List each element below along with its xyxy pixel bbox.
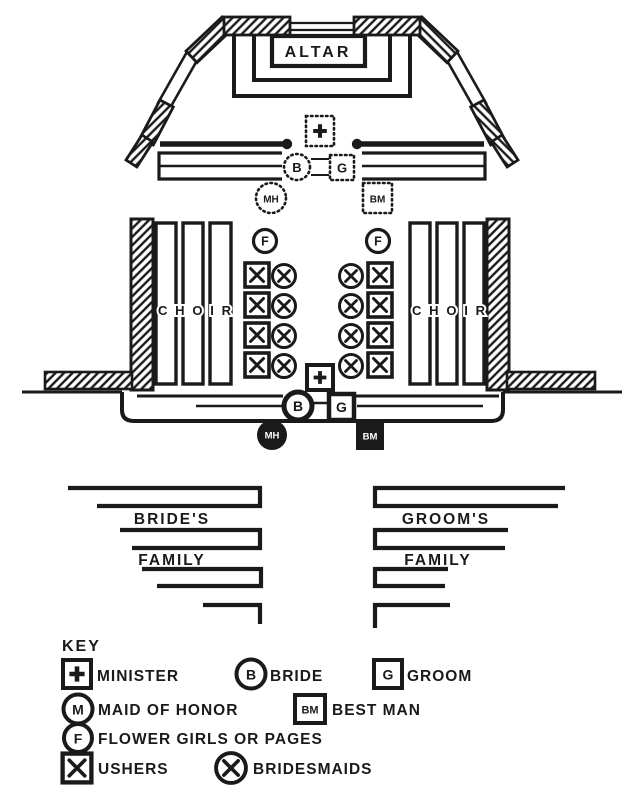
front-wall-left — [43, 370, 134, 391]
bridesmaid-symbol — [271, 263, 297, 289]
key-entry-flower-girls: F FLOWER GIRLS OR PAGES — [62, 722, 323, 754]
front-wall-right — [505, 370, 597, 391]
altar-step-inner — [252, 34, 392, 82]
minister-position-processional — [305, 363, 335, 392]
usher-symbol — [366, 321, 394, 349]
bridesmaid-symbol — [271, 293, 297, 319]
groom-position-processional: G — [326, 391, 357, 423]
grooms-family-label-line1: GROOM'S — [402, 511, 490, 528]
usher-symbol — [243, 321, 271, 349]
choir-pew — [435, 221, 459, 386]
svg-text:G: G — [383, 667, 394, 683]
svg-text:BM: BM — [370, 195, 386, 206]
usher-symbol — [366, 351, 394, 379]
pew — [203, 602, 263, 624]
choir-section-left: CHOIR — [129, 217, 234, 392]
maid-of-honor-position-ceremony: MH — [254, 181, 288, 215]
altar-label: ALTAR — [285, 44, 352, 61]
pew — [120, 527, 263, 551]
choir-pew — [208, 221, 233, 386]
brides-family-label-line1: BRIDE'S — [134, 511, 210, 528]
chancel-rail-right — [352, 139, 485, 179]
grooms-family-pews: GROOM'S FAMILY — [372, 485, 565, 628]
svg-text:MH: MH — [265, 431, 280, 442]
svg-text:F: F — [74, 731, 83, 747]
svg-text:F: F — [261, 235, 269, 249]
usher-symbol — [243, 351, 271, 379]
svg-text:BRIDE: BRIDE — [270, 668, 323, 685]
pew — [372, 485, 565, 509]
choir-pew — [181, 221, 205, 386]
svg-text:MAID OF HONOR: MAID OF HONOR — [98, 702, 238, 719]
usher-symbol — [243, 261, 271, 289]
svg-text:FLOWER GIRLS OR PAGES: FLOWER GIRLS OR PAGES — [98, 731, 323, 748]
bridesmaid-symbol — [338, 323, 364, 349]
chancel: ALTAR B G MH BM — [124, 15, 520, 215]
bride-position-processional: B — [281, 389, 315, 423]
svg-text:B: B — [292, 160, 301, 175]
altar — [269, 33, 368, 69]
svg-text:BM: BM — [301, 705, 318, 717]
usher-symbol — [366, 261, 394, 289]
choir-section-right: CHOIR — [408, 217, 511, 392]
flower-girl-position: F — [251, 227, 279, 255]
brides-family-pews: BRIDE'S FAMILY — [68, 485, 264, 624]
svg-text:BRIDESMAIDS: BRIDESMAIDS — [253, 761, 373, 778]
pew — [372, 566, 448, 589]
brides-family-label-line2: FAMILY — [138, 552, 205, 569]
maid-of-honor-position-processional: MH — [257, 420, 287, 450]
key-entry-minister: MINISTER — [61, 658, 179, 690]
key-entry-bridesmaids: BRIDESMAIDS — [214, 751, 373, 785]
side-wall-left — [129, 217, 155, 392]
bridesmaid-symbol — [338, 293, 364, 319]
pew — [372, 527, 508, 551]
svg-text:B: B — [246, 667, 256, 683]
usher-symbol — [243, 291, 271, 319]
best-man-position-ceremony: BM — [361, 181, 394, 215]
back-wall-left — [222, 15, 292, 37]
back-wall-right — [352, 15, 422, 37]
pew — [68, 485, 263, 509]
key-entry-best-man: BM BEST MAN — [293, 693, 421, 725]
bride-position-ceremony: B — [282, 152, 312, 182]
svg-text:MH: MH — [263, 195, 279, 206]
key-entry-bride: B BRIDE — [234, 657, 323, 691]
svg-text:BM: BM — [363, 432, 378, 443]
groom-position-ceremony: G — [328, 153, 356, 182]
usher-symbol — [366, 291, 394, 319]
chancel-step-rail — [120, 392, 505, 423]
svg-text:G: G — [337, 161, 347, 176]
svg-text:USHERS: USHERS — [98, 761, 169, 778]
side-wall-right — [485, 217, 511, 392]
svg-text:G: G — [336, 399, 347, 415]
best-man-position-processional: BM — [356, 422, 384, 450]
choir-pew — [408, 221, 432, 386]
key-legend: KEY MINISTER B BRIDE G GROOM M MAID OF H… — [61, 638, 472, 785]
svg-text:B: B — [293, 398, 303, 414]
grooms-family-label-line2: FAMILY — [404, 552, 471, 569]
nave-front: B G MH BM — [22, 370, 622, 450]
key-entry-ushers: USHERS — [63, 754, 169, 783]
bridesmaid-symbol — [271, 323, 297, 349]
pew — [372, 602, 450, 628]
key-entry-groom: G GROOM — [372, 658, 472, 690]
pew — [142, 566, 264, 589]
minister-position-ceremony — [304, 114, 336, 148]
svg-text:BEST MAN: BEST MAN — [332, 702, 421, 719]
altar-step-outer — [232, 34, 412, 98]
svg-text:F: F — [374, 235, 382, 249]
bridesmaid-symbol — [338, 263, 364, 289]
svg-text:M: M — [72, 702, 84, 718]
attendants: F F — [243, 227, 394, 392]
svg-text:MINISTER: MINISTER — [97, 668, 179, 685]
key-title: KEY — [62, 638, 101, 655]
key-entry-maid-of-honor: M MAID OF HONOR — [61, 692, 238, 726]
flower-girl-position: F — [364, 227, 392, 255]
bridesmaid-symbol — [271, 353, 297, 379]
choir-pew — [462, 221, 486, 386]
bridesmaid-symbol — [338, 353, 364, 379]
svg-text:GROOM: GROOM — [407, 668, 472, 685]
choir-pew — [154, 221, 178, 386]
